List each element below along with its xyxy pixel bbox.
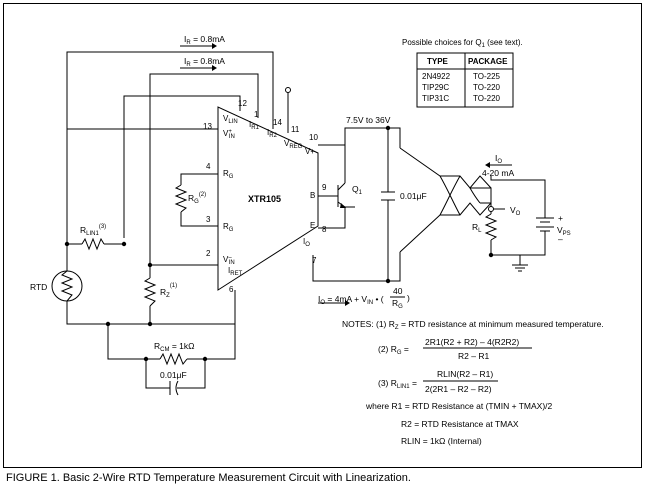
pin-label-vin-plus: V+IN	[223, 129, 235, 140]
q1-table-cell: 2N4922	[422, 72, 451, 81]
notes-block: NOTES: (1) RZ = RTD resistance at minimu…	[342, 319, 604, 446]
q1-table-cell: TIP31C	[422, 94, 449, 103]
q1-table-cell: TO-220	[473, 83, 501, 92]
pin-number-3: 3	[206, 215, 211, 224]
q1-table-cell: TIP29C	[422, 83, 449, 92]
figure-caption: FIGURE 1. Basic 2-Wire RTD Temperature M…	[6, 472, 411, 484]
vo-label: VO	[510, 205, 521, 217]
pin-number-7: 7	[312, 256, 317, 265]
io-range-label: 4-20 mA	[482, 168, 514, 178]
pin-label-rg-bottom: RG	[223, 222, 234, 233]
note-2-numerator: 2R1(R2 + R2) – 4(R2R2)	[425, 337, 519, 347]
pin-label-rg-top: RG	[223, 169, 234, 180]
pin-label-vreg: VREG	[284, 139, 303, 150]
note-where: where R1 = RTD Resistance at (TMIN + TMA…	[365, 401, 553, 411]
q1-table-header-type: TYPE	[427, 57, 449, 66]
svg-text:IO = 4mA + VIN • (: IO = 4mA + VIN • (	[318, 294, 384, 306]
note-3-numerator: RLIN(R2 – R1)	[437, 369, 493, 379]
vps-minus: –	[558, 234, 563, 244]
pin-label-b: B	[310, 191, 315, 200]
pin-label-e: E	[310, 221, 315, 230]
rlin1-resistor	[81, 237, 105, 251]
svg-text:RG: RG	[392, 298, 403, 310]
cm-capacitor-label: 0.01μF	[160, 370, 187, 380]
q1-table-header-package: PACKAGE	[468, 57, 508, 66]
ir-top-label: IR = 0.8mA	[184, 34, 225, 46]
note-r2: R2 = RTD Resistance at TMAX	[401, 419, 519, 429]
rl-label: RL	[472, 222, 482, 234]
rz-label: RZ(1)	[160, 283, 177, 299]
io-formula: IO = 4mA + VIN • ( 40 RG )	[318, 286, 410, 310]
note-2: (2) RG =	[378, 344, 409, 356]
note-1: NOTES: (1) RZ = RTD resistance at minimu…	[342, 319, 604, 331]
cm-capacitor	[169, 380, 179, 396]
pin-number-14: 14	[273, 118, 282, 127]
pin-number-1: 1	[254, 110, 259, 119]
pin-number-13: 13	[203, 122, 212, 131]
pin-label-io: IO	[303, 237, 310, 248]
q1-table: Possible choices for Q1 (see text). TYPE…	[402, 38, 523, 108]
pin-label-ir1: IR1	[249, 120, 260, 131]
vo-terminal	[488, 206, 494, 212]
vps-label: VPS	[557, 225, 571, 237]
pin-label-vlin: VLIN	[223, 114, 238, 125]
svg-text:): )	[407, 293, 410, 303]
q1-transistor	[337, 182, 355, 208]
vps-battery	[536, 217, 554, 236]
pin-number-9: 9	[322, 183, 327, 192]
rtd-sensor	[51, 270, 83, 302]
vps-plus: +	[558, 213, 563, 223]
xtr105-chip	[217, 106, 319, 291]
note-rlin: RLIN = 1kΩ (Internal)	[401, 436, 482, 446]
current-arrows	[180, 43, 512, 306]
pin-number-12: 12	[238, 99, 247, 108]
wiring	[66, 51, 546, 389]
pin-number-6: 6	[229, 285, 234, 294]
pin-label-vin-minus: V–IN	[223, 255, 235, 266]
pin-label-vplus: V+	[305, 147, 315, 156]
bypass-capacitor	[381, 191, 395, 201]
note-2-denominator: R2 – R1	[458, 351, 489, 361]
q1-label: Q1	[352, 184, 363, 196]
q1-table-cell: TO-220	[473, 94, 501, 103]
rg-resistor	[174, 184, 188, 213]
rtd-label: RTD	[30, 282, 47, 292]
figure-frame	[3, 3, 642, 468]
rlin1-label: RLIN1(3)	[80, 224, 106, 237]
pin-number-2: 2	[206, 249, 211, 258]
rl-resistor	[484, 213, 498, 241]
rg-resistor-label: RG(2)	[188, 192, 206, 205]
note-3: (3) RLIN1 =	[378, 378, 417, 390]
q1-table-cell: TO-225	[473, 72, 501, 81]
rcm-label: RCM = 1kΩ	[154, 341, 195, 353]
pin-number-10: 10	[309, 133, 318, 142]
bypass-capacitor-label: 0.01μF	[400, 191, 427, 201]
supply-range-label: 7.5V to 36V	[346, 115, 391, 125]
rz-resistor	[143, 277, 157, 307]
ir-mid-label: IR = 0.8mA	[184, 56, 225, 68]
pin-number-8: 8	[322, 225, 327, 234]
pin-number-4: 4	[206, 162, 211, 171]
pin-label-ir2: IR2	[267, 128, 278, 139]
note-3-denominator: 2(2R1 – R2 – R2)	[425, 384, 492, 394]
chip-name: XTR105	[248, 194, 281, 204]
q1-table-title: Possible choices for Q1 (see text).	[402, 38, 523, 49]
pin-number-11: 11	[291, 125, 300, 134]
io-arrow-label: IO	[495, 153, 502, 165]
rcm-resistor	[159, 352, 188, 366]
svg-text:40: 40	[393, 286, 403, 296]
pin-label-iret: IRET	[228, 266, 243, 277]
